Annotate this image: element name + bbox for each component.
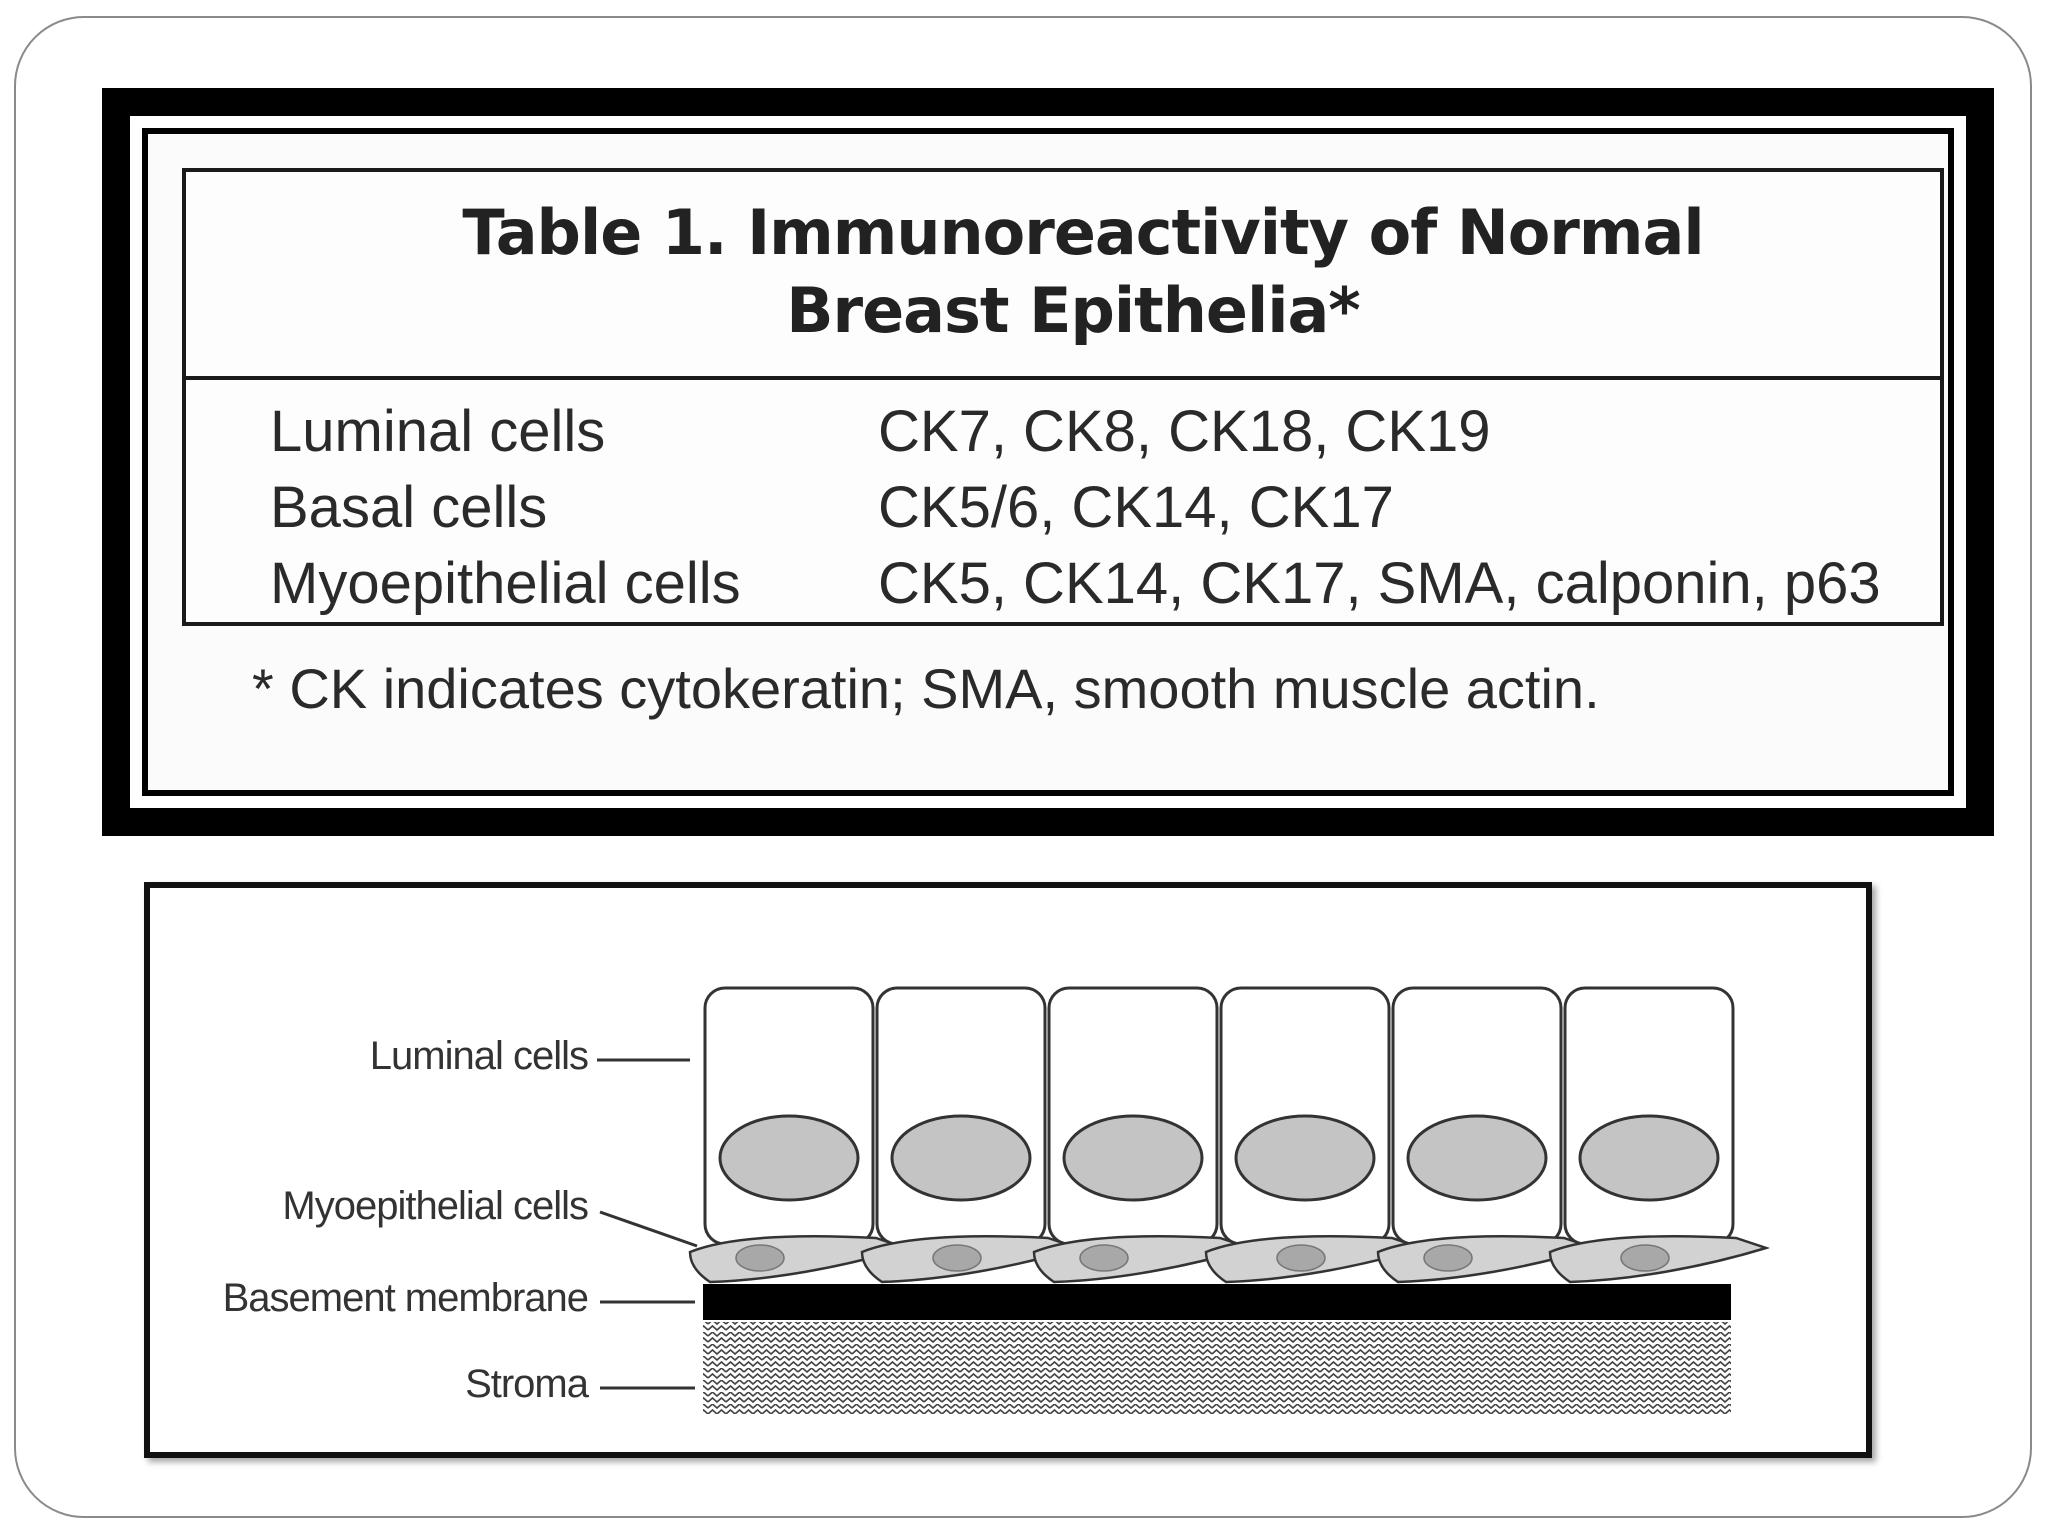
label-basement-membrane: Basement membrane [222, 1276, 589, 1320]
luminal-cell-nucleus [890, 1114, 1032, 1202]
table-figure-frame: Table 1. Immunoreactivity of Normal Brea… [102, 88, 1994, 836]
table-cell-cell-type: Luminal cells [270, 399, 606, 464]
table-row: Basal cells CK5/6, CK14, CK17 [186, 470, 1940, 546]
basement-membrane [703, 1284, 1731, 1320]
luminal-cell-nucleus [1578, 1114, 1720, 1202]
table-cell-markers: CK5/6, CK14, CK17 [878, 475, 1394, 540]
myoepithelial-cell-nucleus [1423, 1244, 1473, 1272]
table-cell-markers: CK5, CK14, CK17, SMA, calponin, p63 [878, 551, 1881, 616]
luminal-cell-layer [703, 986, 1735, 1246]
myoepithelial-cell-nucleus [735, 1244, 785, 1272]
label-myoepithelial-cells: Myoepithelial cells [282, 1184, 589, 1228]
myoepithelial-cell-nucleus [1276, 1244, 1326, 1272]
table-cell-cell-type: Myoepithelial cells [270, 551, 741, 616]
myoepithelial-cell-nucleus [1079, 1244, 1129, 1272]
stroma-tissue [703, 1322, 1731, 1414]
label-luminal-cells: Luminal cells [369, 1034, 589, 1078]
table-cell-markers: CK7, CK8, CK18, CK19 [878, 399, 1491, 464]
slide-frame: Table 1. Immunoreactivity of Normal Brea… [14, 16, 2032, 1518]
luminal-cell-nucleus [718, 1114, 860, 1202]
table-title-line-2: Breast Epithelia* [786, 274, 1360, 347]
table-footnote: * CK indicates cytokeratin; SMA, smooth … [252, 657, 1600, 720]
table-row: Luminal cells CK7, CK8, CK18, CK19 [186, 394, 1940, 470]
myoepithelial-cell-layer [688, 1234, 1771, 1284]
table-figure-image: Table 1. Immunoreactivity of Normal Brea… [142, 128, 1954, 796]
epithelium-diagram: Luminal cells Myoepithelial cells Baseme… [144, 882, 1872, 1458]
table-cell-cell-type: Basal cells [270, 475, 548, 540]
label-stroma: Stroma [465, 1362, 589, 1406]
myoepithelial-cell-nucleus [932, 1244, 982, 1272]
table-row: Myoepithelial cells CK5, CK14, CK17, SMA… [186, 546, 1940, 622]
table-header-divider [186, 376, 1940, 380]
luminal-cell-nucleus [1406, 1114, 1548, 1202]
table-figure-mat: Table 1. Immunoreactivity of Normal Brea… [130, 116, 1966, 808]
epithelium-diagram-drawing [597, 986, 1771, 1414]
myoepithelial-cell-nucleus [1620, 1244, 1670, 1272]
table-title: Table 1. Immunoreactivity of Normal Brea… [186, 194, 1940, 350]
table-title-line-1: Table 1. Immunoreactivity of Normal [462, 196, 1704, 269]
immunoreactivity-table: Table 1. Immunoreactivity of Normal Brea… [182, 168, 1944, 626]
myoepithelial-leader-line [599, 1210, 698, 1248]
luminal-cell-nucleus [1234, 1114, 1376, 1202]
luminal-cell-nucleus [1062, 1114, 1204, 1202]
